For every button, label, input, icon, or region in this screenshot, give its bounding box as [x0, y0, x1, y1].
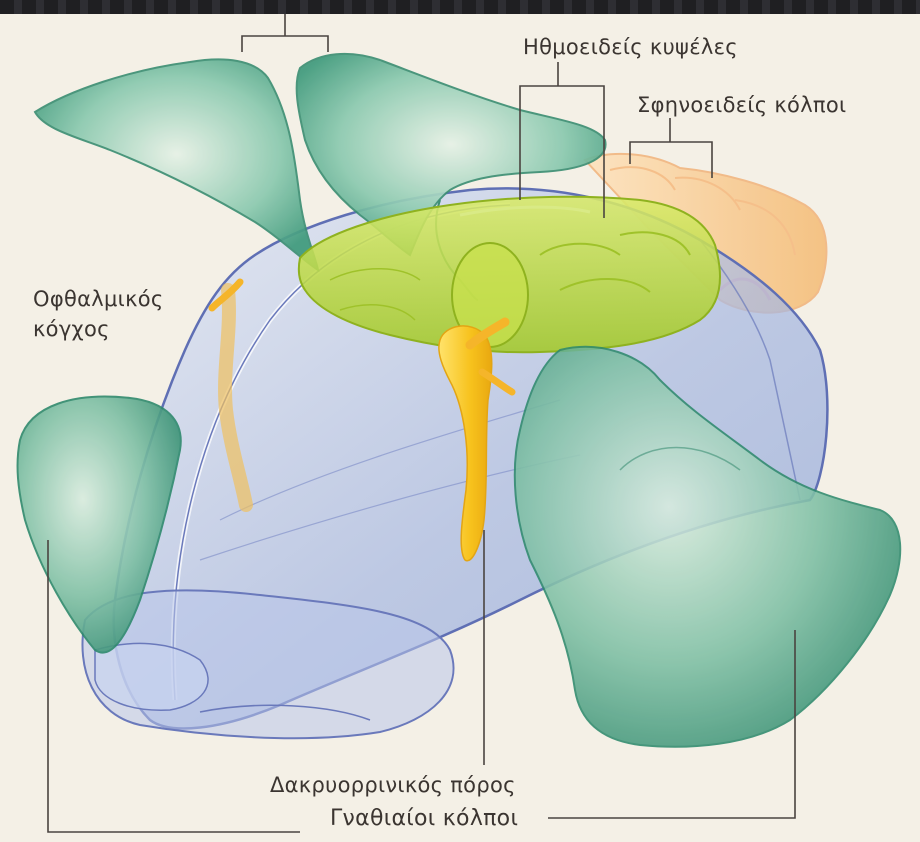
label-lacrimal-duct: Δακρυορρινικός πόρος	[270, 772, 516, 799]
label-sphenoid-sinus: Σφηνοειδείς κόλποι	[637, 92, 846, 119]
label-maxillary-sinus: Γναθιαίοι κόλποι	[330, 805, 518, 832]
label-orbit-line2: κόγχος	[33, 316, 110, 343]
label-orbit-line1: Οφθαλμικός	[33, 286, 164, 313]
label-ethmoid-cells: Ηθμοειδείς κυψέλες	[523, 34, 738, 61]
